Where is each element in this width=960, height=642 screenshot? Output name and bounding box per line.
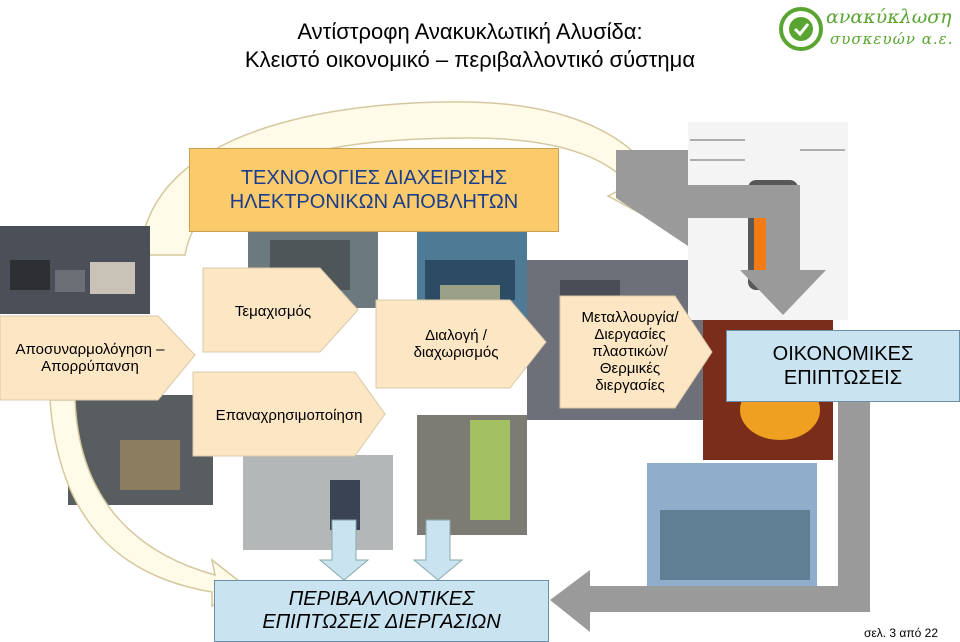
- recycling-logo-icon: [779, 7, 823, 51]
- logo-text-line-1: ανακύκλωση: [826, 6, 952, 28]
- metallurgy-line-2: Διεργασίες: [594, 325, 666, 343]
- environmental-impacts-box: ΠΕΡΙΒΑΛΛΟΝΤΙΚΕΣ ΕΠΙΠΤΩΣΕΙΣ ΔΙΕΡΓΑΣΙΩΝ: [214, 580, 549, 642]
- economic-impacts-box: ΟΙΚΟΝΟΜΙΚΕΣ ΕΠΙΠΤΩΣΕΙΣ: [726, 330, 960, 402]
- title-line-1: Αντίστροφη Ανακυκλωτική Αλυσίδα:: [297, 19, 643, 44]
- dismantling-label: Αποσυναρμολόγηση – Απορρύπανση: [0, 316, 180, 400]
- dismantling-arrow-shape: [0, 315, 196, 401]
- reuse-label: Επαναχρησιμοποίηση: [215, 406, 363, 424]
- technologies-box: ΤΕΧΝΟΛΟΓΙΕΣ ΔΙΑΧΕΙΡΙΣΗΣ ΗΛΕΚΤΡΟΝΙΚΩΝ ΑΠΟ…: [189, 148, 559, 232]
- down-arrow-2: [412, 519, 464, 581]
- grey-loop-arrow: [616, 150, 826, 315]
- dismantling-line-1: Αποσυναρμολόγηση –: [15, 341, 165, 358]
- environmental-line-1: ΠΕΡΙΒΑΛΛΟΝΤΙΚΕΣ: [288, 588, 475, 610]
- title-line-2: Κλειστό οικονομικό – περιβαλλοντικό σύστ…: [244, 47, 696, 72]
- economic-line-2: ΕΠΙΠΤΩΣΕΙΣ: [783, 367, 903, 389]
- metallurgy-line-4: Θερμικές: [599, 359, 661, 377]
- dismantling-line-2: Απορρύπανση: [41, 358, 139, 375]
- metallurgy-arrow-shape: [559, 295, 713, 409]
- environmental-line-2: ΕΠΙΠΤΩΣΕΙΣ ΔΙΕΡΓΑΣΙΩΝ: [262, 611, 501, 633]
- down-arrow-1: [318, 519, 370, 581]
- shredding-label: Τεμαχισμός: [234, 302, 312, 320]
- technologies-line-1: ΤΕΧΝΟΛΟΓΙΕΣ ΔΙΑΧΕΙΡΙΣΗΣ: [240, 167, 508, 189]
- metallurgy-line-5: διεργασίες: [595, 376, 665, 394]
- grey-down-arrow-right: [550, 400, 870, 632]
- logo-text-line-2: συσκευών α.ε.: [830, 30, 954, 48]
- metallurgy-line-1: Μεταλλουργία/: [581, 308, 679, 326]
- slide-title: Αντίστροφη Ανακυκλωτική Αλυσίδα: Κλειστό…: [190, 18, 750, 74]
- economic-line-1: ΟΙΚΟΝΟΜΙΚΕΣ: [772, 343, 914, 365]
- shredding-arrow-shape: [202, 267, 359, 353]
- sorting-line-2: διαχωρισμός: [413, 344, 499, 361]
- page-number: σελ. 3 από 22: [863, 626, 938, 640]
- metallurgy-line-3: πλαστικών/: [592, 342, 668, 360]
- technologies-line-2: ΗΛΕΚΤΡΟΝΙΚΩΝ ΑΠΟΒΛΗΤΩΝ: [229, 191, 519, 213]
- sorting-line-1: Διαλογή /: [425, 327, 487, 344]
- sorting-label: Διαλογή / διαχωρισμός: [386, 322, 526, 366]
- photo-workshop: [243, 455, 393, 550]
- sorting-arrow-shape: [375, 299, 547, 389]
- metallurgy-label: Μεταλλουργία/ Διεργασίες πλαστικών/ Θερμ…: [560, 296, 700, 406]
- reuse-arrow-shape: [192, 371, 386, 457]
